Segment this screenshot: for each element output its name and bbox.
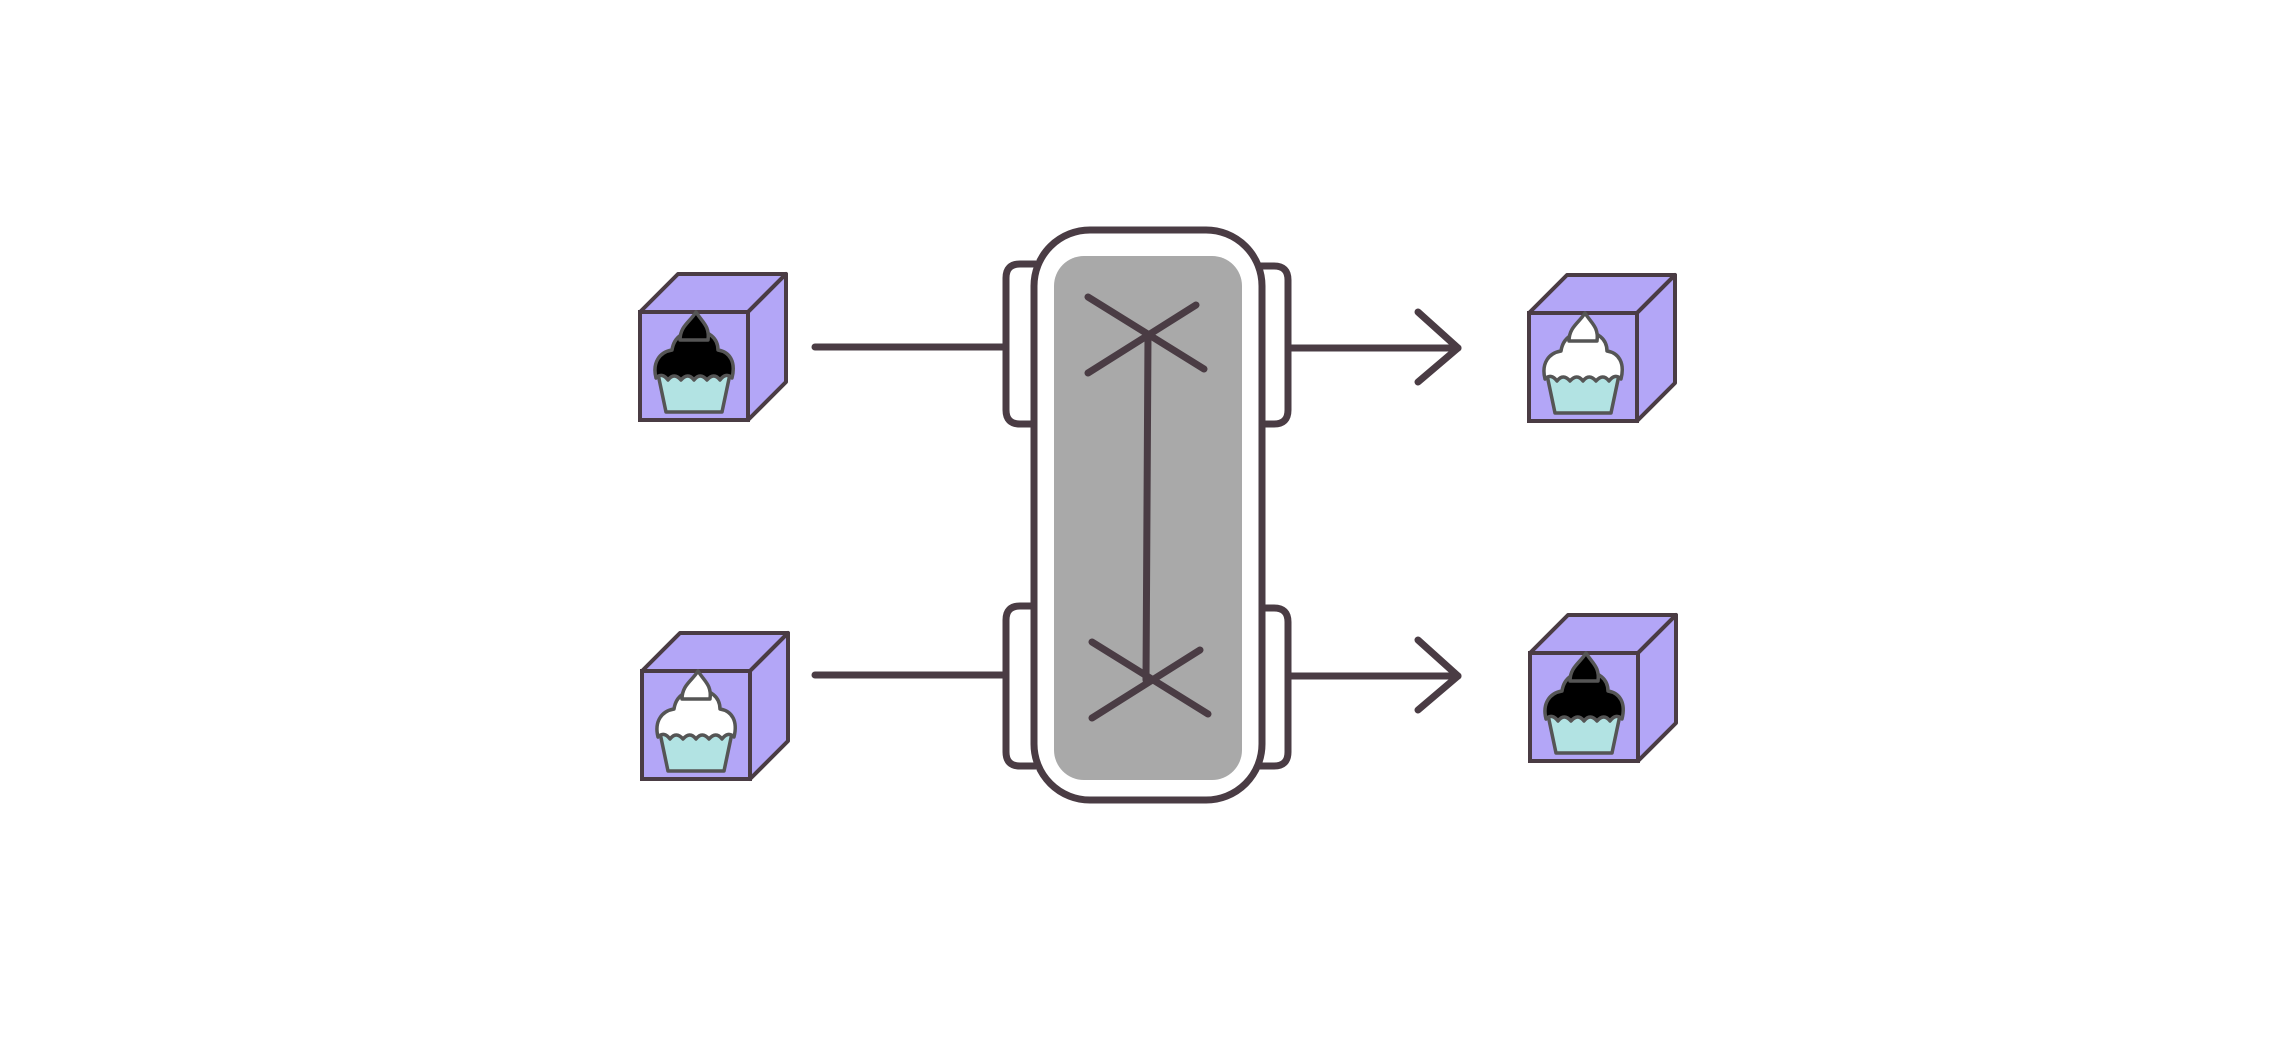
cupcake-swirl — [678, 310, 711, 342]
cupcake-icon — [653, 310, 735, 414]
gate-tab-left-top — [1002, 260, 1036, 428]
cupcake-swirl — [680, 669, 713, 701]
cupcake-icon — [655, 669, 737, 773]
cupcake-swirl — [1567, 311, 1600, 343]
gate-tab-left-bottom — [1002, 602, 1036, 770]
output-arrow-bottom — [1286, 636, 1462, 714]
swap-gate — [1002, 226, 1292, 804]
cupcake-icon — [1542, 311, 1624, 415]
cross-stroke — [1084, 301, 1200, 377]
output-box-bottom — [1528, 613, 1678, 763]
input-box-bottom — [640, 631, 790, 781]
cupcake-swirl — [1568, 651, 1601, 683]
arrow-head-icon — [1414, 636, 1462, 714]
cupcake-icon — [1543, 651, 1625, 755]
output-box-top — [1527, 273, 1677, 423]
cross-stroke — [1088, 646, 1204, 722]
output-arrow-top — [1286, 308, 1462, 386]
swap-cross-icon — [1088, 638, 1212, 722]
input-box-top — [638, 272, 788, 422]
arrow-head-icon — [1414, 308, 1462, 386]
swap-connector-line — [1142, 331, 1152, 684]
